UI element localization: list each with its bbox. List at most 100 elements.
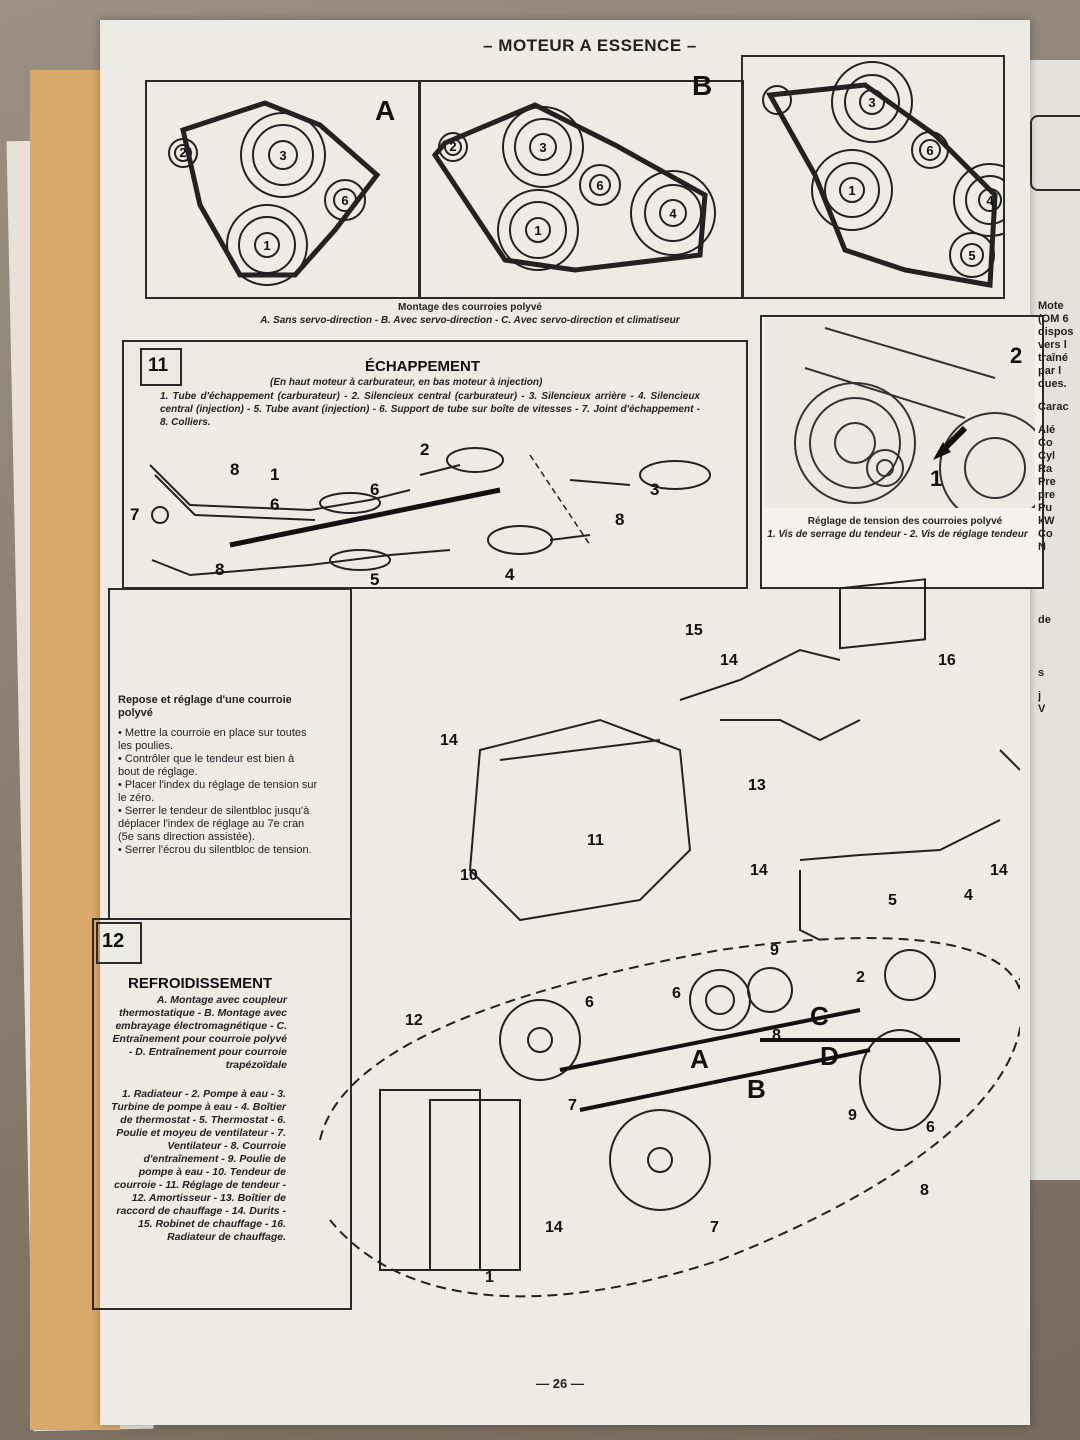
cooling-label: 8 xyxy=(772,1027,781,1044)
cooling-label: 9 xyxy=(848,1107,857,1124)
cooling-label: 11 xyxy=(587,832,604,849)
right-fragment: de xyxy=(1038,614,1051,626)
cooling-label: 6 xyxy=(672,985,681,1002)
repose-step: • Serrer le tendeur de silentbloc jusqu'… xyxy=(118,805,310,843)
exhaust-section xyxy=(122,340,748,589)
pulley-label: 1 xyxy=(534,223,541,238)
exhaust-diagram: 8 1 2 3 6 8 7 8 5 4 6 xyxy=(130,440,711,585)
cooling-label: 15 xyxy=(685,622,703,639)
pulley-label: 1 xyxy=(848,183,855,198)
cooling-label: 7 xyxy=(710,1219,719,1236)
cooling-label: 14 xyxy=(990,862,1008,879)
cooling-subtitle: A. Montage avec coupleur thermostatique … xyxy=(112,994,287,1071)
cooling-label: 7 xyxy=(568,1097,577,1114)
right-fragment: pre xyxy=(1038,489,1056,501)
cooling-label: 6 xyxy=(926,1119,935,1136)
cooling-label: 12 xyxy=(405,1012,423,1029)
page-number: — 26 — xyxy=(536,1376,584,1391)
manual-page xyxy=(100,20,1030,1425)
pulley-label: 6 xyxy=(926,143,933,158)
cooling-label: 8 xyxy=(920,1182,929,1199)
exhaust-label: 6 xyxy=(370,480,379,499)
right-fragment: s xyxy=(1038,667,1045,679)
cooling-number-box xyxy=(96,922,142,964)
right-fragment: Alé xyxy=(1038,424,1056,436)
right-fragment: traîné xyxy=(1038,352,1068,364)
exhaust-number-box xyxy=(140,348,182,386)
belt-caption-detail: A. Sans servo-direction - B. Avec servo-… xyxy=(260,315,680,326)
right-fragment: j xyxy=(1038,690,1042,702)
right-fragment: V xyxy=(1038,703,1046,715)
belt-caption-title: Montage des courroies polyvé xyxy=(398,302,542,313)
right-fragment: Co xyxy=(1038,437,1053,449)
pulley-label: 3 xyxy=(279,148,286,163)
cooling-label: 2 xyxy=(856,969,865,986)
repose-step: • Placer l'index du réglage de tension s… xyxy=(118,779,318,804)
section-number-12: 12 xyxy=(102,930,125,952)
right-fragment: Co xyxy=(1038,528,1053,540)
cooling-legend: 1. Radiateur - 2. Pompe à eau - 3. Turbi… xyxy=(111,1088,286,1243)
pulley-label: 3 xyxy=(539,140,546,155)
exhaust-subtitle: (En haut moteur à carburateur, en bas mo… xyxy=(270,377,543,388)
pulley-label: 3 xyxy=(868,95,875,110)
pulley-label: 6 xyxy=(596,178,603,193)
right-page-text: Mote (OM 6 dispos vers l traîné par l qu… xyxy=(1038,300,1080,716)
cooling-label: 13 xyxy=(748,777,766,794)
pulley-label: 2 xyxy=(179,145,186,160)
right-fragment: N xyxy=(1038,541,1046,553)
cooling-section-letter: B xyxy=(747,1074,766,1104)
pulley-label: 6 xyxy=(341,193,348,208)
belt-panel-a xyxy=(145,80,421,299)
exhaust-label: 5 xyxy=(370,570,379,585)
right-fragment: (OM 6 xyxy=(1038,313,1069,325)
cooling-section-letter: A xyxy=(690,1044,709,1074)
exhaust-label: 8 xyxy=(615,510,624,529)
right-fragment: kW xyxy=(1038,515,1055,527)
pulley-label: 4 xyxy=(669,206,677,221)
cooling-label: 6 xyxy=(585,994,594,1011)
tension-photo: 1 2 xyxy=(765,318,1035,508)
cooling-diagram: 15 14 16 14 13 11 10 12 14 14 5 4 9 6 2 … xyxy=(319,578,1020,1298)
tension-caption-title: Réglage de tension des courroies polyvé xyxy=(807,516,1003,527)
pulley-label: 5 xyxy=(968,248,975,263)
repose-step: • Serrer l'écrou du silentbloc de tensio… xyxy=(118,844,312,856)
pulley-label: 2 xyxy=(449,139,456,154)
right-fragment: Ra xyxy=(1038,463,1053,475)
cooling-label: 1 xyxy=(485,1269,494,1286)
exhaust-label: 7 xyxy=(130,505,139,524)
cooling-label: 14 xyxy=(720,652,738,669)
right-fragment: ques. xyxy=(1038,378,1067,390)
pulley-label: 1 xyxy=(263,238,270,253)
panel-letter-b: B xyxy=(692,70,713,101)
right-fragment: vers l xyxy=(1038,339,1067,351)
cooling-label: 14 xyxy=(750,862,768,879)
section-number-11: 11 xyxy=(148,355,169,376)
right-fragment: Carac xyxy=(1038,401,1069,413)
belt-panel-c xyxy=(741,55,1005,299)
right-page-box xyxy=(1030,115,1080,191)
panel-letter-a: A xyxy=(375,95,396,126)
cooling-label: 9 xyxy=(770,942,779,959)
page-header: – MOTEUR A ESSENCE – xyxy=(483,36,697,55)
cooling-label: 4 xyxy=(964,887,973,904)
cooling-label: 14 xyxy=(545,1219,563,1236)
right-fragment: Cyl xyxy=(1038,450,1056,462)
right-fragment: par l xyxy=(1038,365,1062,377)
cooling-section-letter: C xyxy=(810,1001,829,1031)
repose-steps: • Mettre la courroie en place sur toutes… xyxy=(118,727,318,857)
tension-caption-detail: 1. Vis de serrage du tendeur - 2. Vis de… xyxy=(767,529,1028,540)
repose-step: • Contrôler que le tendeur est bien à bo… xyxy=(118,753,295,778)
exhaust-label: 2 xyxy=(420,440,429,459)
cooling-label: 3 xyxy=(1018,975,1020,992)
right-fragment: dispos xyxy=(1038,326,1074,338)
exhaust-label: 8 xyxy=(215,560,224,579)
cooling-section-letter: D xyxy=(820,1041,839,1071)
right-fragment: Pu xyxy=(1038,502,1053,514)
belt-diagrams: 2 3 6 1 2 3 6 4 1 3 6 1 4 5 xyxy=(168,61,1005,288)
exhaust-label: 8 xyxy=(230,460,239,479)
tension-label: 2 xyxy=(1010,343,1022,368)
exhaust-label: 4 xyxy=(505,565,515,584)
cooling-box xyxy=(92,918,352,1310)
exhaust-title: ÉCHAPPEMENT xyxy=(365,358,481,375)
exhaust-legend: 1. Tube d'échappement (carburateur) - 2.… xyxy=(160,391,700,428)
